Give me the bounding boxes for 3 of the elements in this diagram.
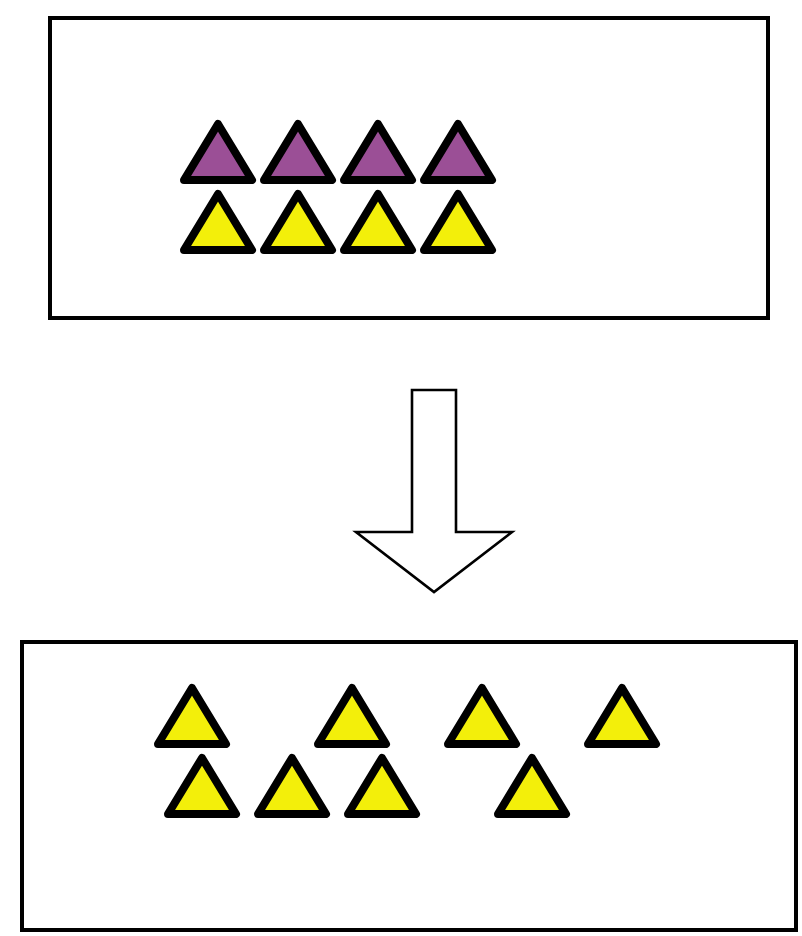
frame-box: [48, 16, 770, 320]
block-arrow: [352, 388, 516, 594]
frame-box: [20, 640, 798, 932]
